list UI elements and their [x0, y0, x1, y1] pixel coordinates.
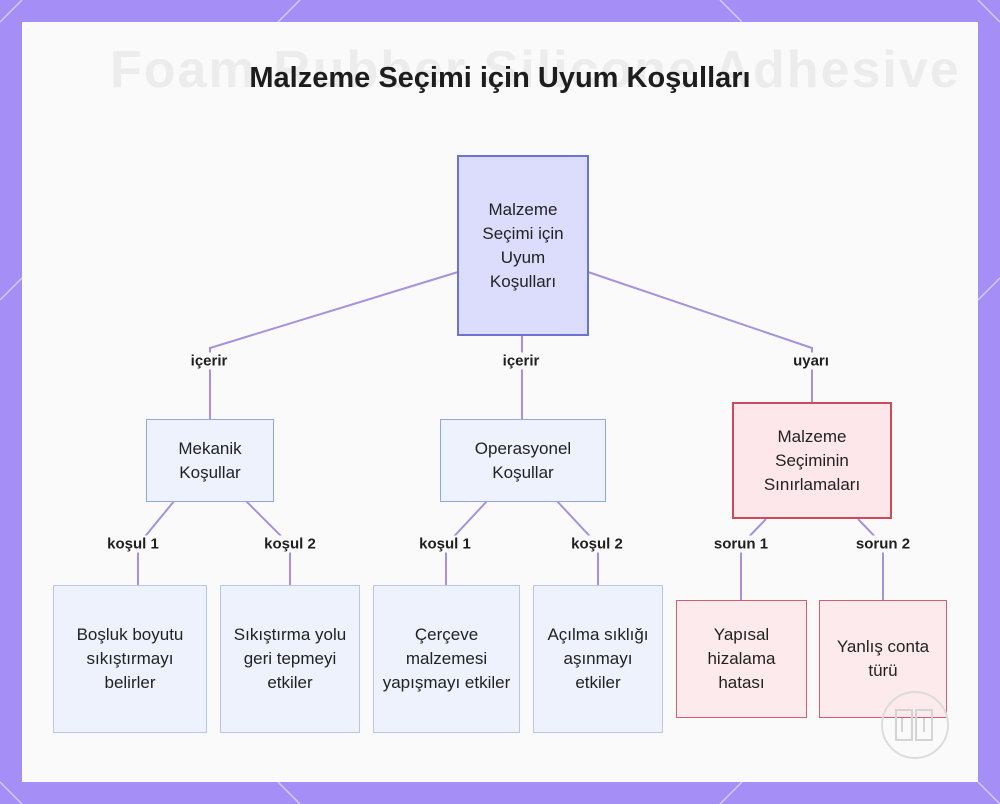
node-compression-set: Sıkıştırma yolu geri tepmeyi etkiler: [220, 585, 360, 733]
edge-label-issue-2: sorun 2: [851, 535, 915, 553]
edge-label-contains-operational: içerir: [498, 352, 544, 370]
node-frame-material: Çerçeve malzemesi yapışmayı etkiler: [373, 585, 520, 733]
node-material-limitations: Malzeme Seçiminin Sınırlamaları: [732, 402, 892, 519]
edge-label-contains-mechanical: içerir: [186, 352, 232, 370]
edge-lim-misalign: [740, 518, 767, 601]
edge-root-mechanical: [209, 271, 459, 420]
node-structural-misalignment: Yapısal hizalama hatası: [676, 600, 807, 718]
node-operational-conditions: Operasyonel Koşullar: [440, 419, 606, 502]
node-wrong-seal-type: Yanlış conta türü: [819, 600, 947, 718]
edge-label-condition-1-mech: koşul 1: [103, 535, 163, 553]
node-opening-frequency: Açılma sıklığı aşınmayı etkiler: [533, 585, 663, 733]
node-root: Malzeme Seçimi için Uyum Koşulları: [457, 155, 589, 336]
edge-label-condition-1-op: koşul 1: [415, 535, 475, 553]
edge-label-issue-1: sorun 1: [709, 535, 773, 553]
edge-root-limitations: [587, 271, 813, 403]
node-mechanical-conditions: Mekanik Koşullar: [146, 419, 274, 502]
book-logo-icon: [881, 691, 949, 759]
edge-label-warning: uyarı: [789, 352, 833, 370]
diagram-title: Malzeme Seçimi için Uyum Koşulları: [249, 62, 751, 94]
edge-lim-seal: [857, 518, 884, 601]
node-gap-size: Boşluk boyutu sıkıştırmayı belirler: [53, 585, 207, 733]
edge-label-condition-2-mech: koşul 2: [260, 535, 320, 553]
edge-label-condition-2-op: koşul 2: [567, 535, 627, 553]
background-watermark-text: Foam Rubber Silicone Adhesive: [110, 41, 961, 99]
